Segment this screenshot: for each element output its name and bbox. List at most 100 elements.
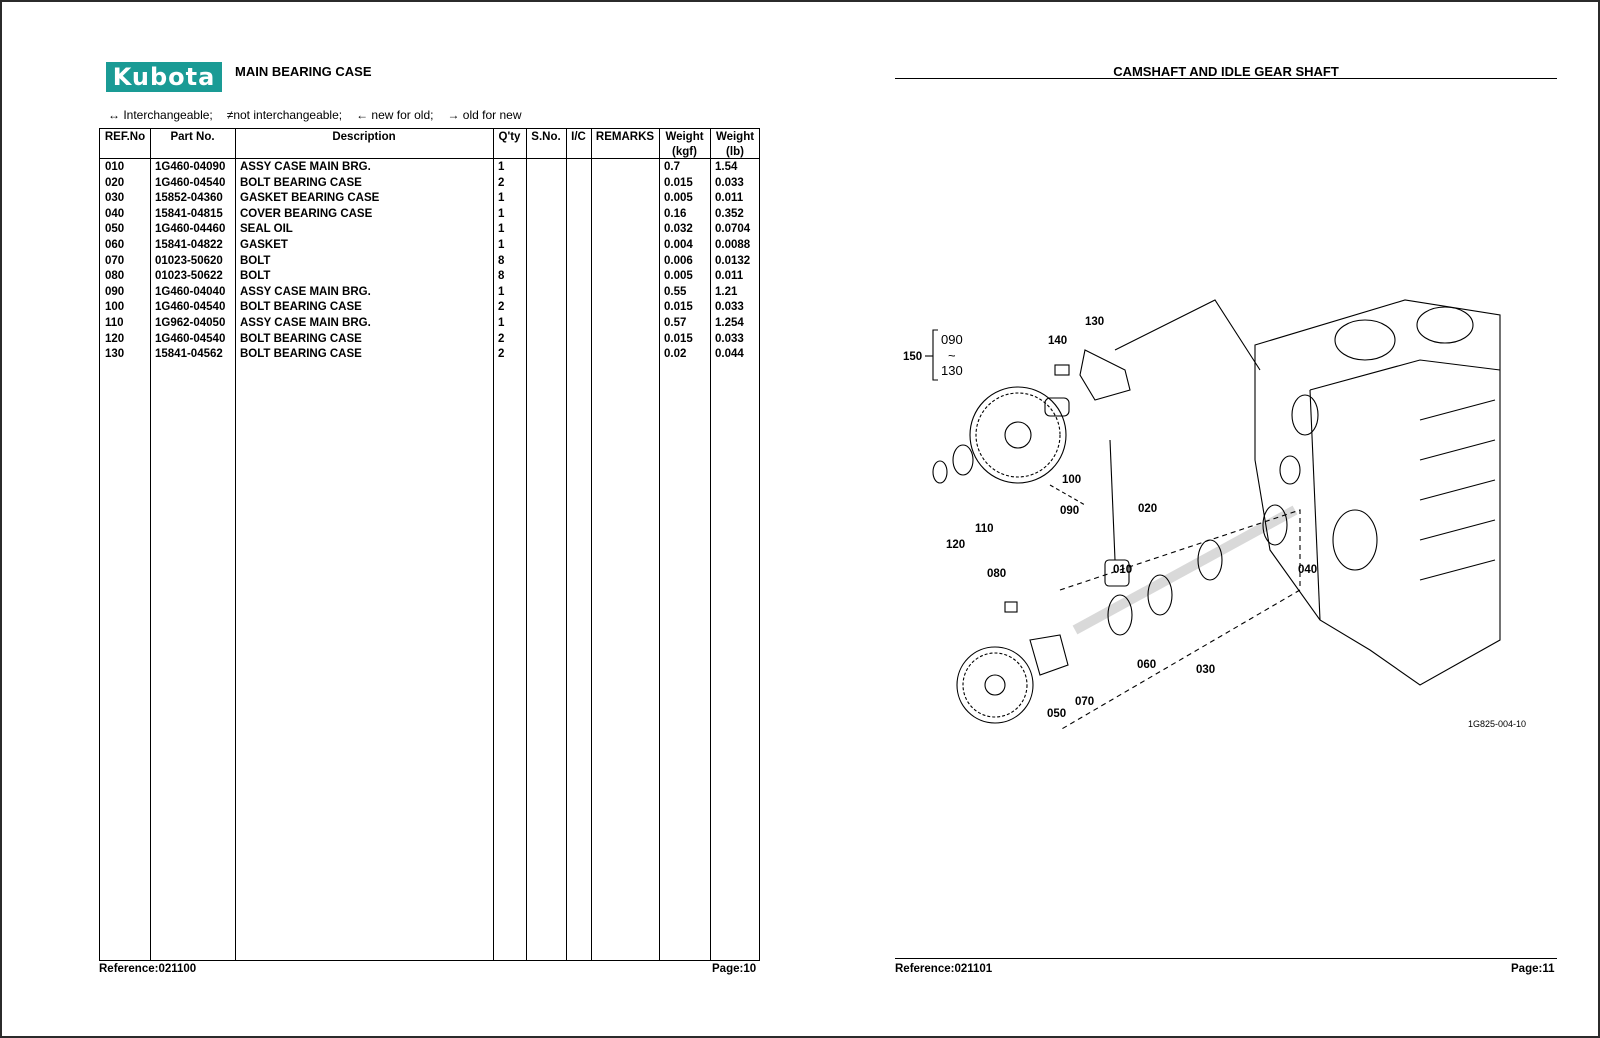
push-rod [1109, 439, 1116, 561]
cell-kgf: 0.006 [664, 254, 693, 267]
cell-kgf: 0.015 [664, 301, 693, 314]
kubota-logo: Kubota [106, 62, 222, 92]
callout-010: 010 [1113, 564, 1132, 576]
left-reference: Reference:021100 [99, 963, 197, 975]
cam-lobe [1262, 504, 1288, 546]
cell-desc: ASSY CASE MAIN BRG. [240, 161, 371, 173]
cell-qty: 8 [498, 254, 505, 267]
header-part-no: Part No. [170, 131, 215, 143]
cam-lobe [1197, 539, 1223, 581]
header-qty: Q'ty [498, 131, 521, 143]
legend-item: → old for new [447, 108, 522, 122]
callout-120: 120 [946, 539, 965, 551]
cell-desc: GASKET [240, 239, 288, 251]
cell-qty: 2 [498, 301, 505, 314]
cell-kgf: 0.16 [664, 207, 687, 220]
cell-desc: GASKET BEARING CASE [240, 192, 380, 205]
range-separator: ~ [948, 348, 956, 363]
leader-line [1049, 484, 1086, 506]
column-divider [526, 129, 527, 960]
cell-qty: 8 [498, 270, 505, 283]
header-description: Description [332, 131, 396, 143]
bolt-140 [1054, 364, 1070, 376]
callout-040: 040 [1298, 564, 1317, 576]
cell-lb: 0.011 [715, 192, 744, 205]
cell-kgf: 0.004 [664, 239, 693, 251]
cell-ref: 010 [105, 161, 125, 173]
header-sno: S.No. [531, 131, 561, 143]
cell-lb: 0.0704 [715, 223, 751, 236]
column-divider [659, 129, 660, 960]
cell-part: 01023-50622 [155, 270, 223, 283]
cell-kgf: 0.55 [664, 285, 687, 298]
column-divider [150, 129, 151, 960]
cell-part: 15841-04815 [155, 207, 223, 220]
range-bottom: 130 [941, 363, 963, 378]
cam-lobe [1107, 594, 1133, 636]
gear-hub [984, 674, 1006, 696]
tappet [1104, 559, 1130, 587]
cell-ref: 020 [105, 176, 125, 189]
cell-part: 15852-04360 [155, 192, 223, 205]
cell-lb: 1.21 [715, 285, 738, 298]
cell-qty: 1 [498, 223, 505, 236]
callout-labels: 010 020 030 040 050 060 070 080 090 100 … [903, 316, 1526, 729]
parts-table: REF.No Part No. Description Q'ty S.No. I… [99, 128, 760, 961]
cell-part: 1G460-04460 [155, 223, 226, 236]
cell-kgf: 0.57 [664, 317, 687, 329]
cell-part: 1G460-04540 [155, 301, 226, 314]
cell-kgf: 0.032 [664, 223, 693, 236]
cell-kgf: 0.005 [664, 270, 693, 283]
circlip [932, 460, 948, 484]
cell-part: 15841-04562 [155, 348, 223, 361]
exploded-parts-diagram: 010 020 030 040 050 060 070 080 090 100 … [903, 299, 1526, 731]
cell-ref: 060 [105, 239, 125, 251]
right-page-number: Page:11 [1511, 963, 1555, 975]
callout-090: 090 [1060, 505, 1079, 517]
drawing-code: 1G825-004-10 [1468, 719, 1526, 729]
callout-060: 060 [1137, 659, 1156, 671]
cell-qty: 1 [498, 317, 505, 329]
cylinder-bore [1334, 319, 1396, 361]
header-ic: I/C [571, 131, 586, 143]
header-weight-kgf: Weight (kgf) [665, 131, 704, 158]
block-hole [1332, 509, 1378, 571]
cell-ref: 040 [105, 207, 125, 220]
camshaft-body [1072, 505, 1298, 635]
shaft-bracket [1079, 349, 1131, 401]
cell-ref: 070 [105, 254, 125, 267]
cell-desc: BOLT BEARING CASE [240, 348, 362, 361]
cell-ref: 120 [105, 332, 125, 345]
callout-070: 070 [1075, 696, 1094, 708]
cell-kgf: 0.7 [664, 161, 680, 173]
cell-desc: BOLT BEARING CASE [240, 301, 362, 314]
callout-100: 100 [1062, 474, 1081, 486]
cell-part: 1G460-04090 [155, 161, 226, 173]
callout-050: 050 [1047, 708, 1066, 720]
cell-desc: BOLT [240, 270, 271, 283]
cam-lobe [1147, 574, 1173, 616]
cell-lb: 1.54 [715, 161, 738, 173]
cell-qty: 1 [498, 285, 505, 298]
cell-lb: 0.044 [715, 348, 744, 361]
block-edge [1309, 359, 1501, 391]
cell-desc: COVER BEARING CASE [240, 207, 373, 220]
cell-kgf: 0.015 [664, 176, 693, 189]
cell-ref: 100 [105, 301, 125, 314]
bolt-080 [1004, 601, 1018, 613]
block-edge [1309, 389, 1321, 621]
block-hole [1279, 455, 1301, 485]
cell-qty: 2 [498, 348, 505, 361]
callout-030: 030 [1196, 664, 1215, 676]
block-ribs [1419, 399, 1496, 581]
cell-qty: 1 [498, 161, 505, 173]
idle-gear [969, 386, 1067, 484]
gasket-outline [1059, 509, 1301, 731]
